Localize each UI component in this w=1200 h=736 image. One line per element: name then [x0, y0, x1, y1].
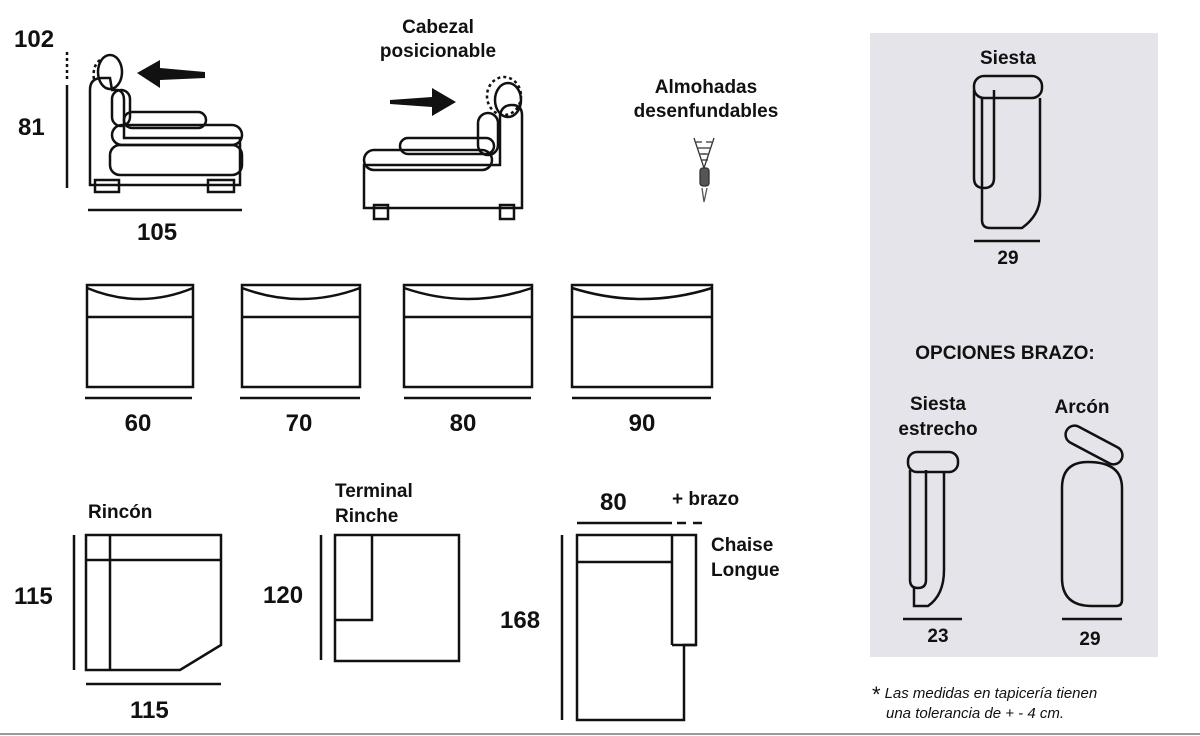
module-70 [240, 283, 362, 400]
headrest-title-2: posicionable [380, 41, 496, 62]
height-full-label: 102 [14, 26, 54, 53]
arm-options-panel [870, 33, 1158, 657]
footnote-line-2: una tolerancia de + - 4 cm. [886, 705, 1065, 722]
head-outline [96, 53, 124, 91]
arrow-right-icon [390, 88, 456, 116]
siesta-arm-drawing [972, 74, 1044, 243]
siesta-title: Siesta [980, 48, 1036, 69]
seat-cushion [108, 143, 244, 177]
width-80-label: 80 [450, 410, 477, 437]
leg-back-2 [498, 203, 516, 221]
width-90-label: 90 [629, 410, 656, 437]
chaise-module [560, 521, 702, 722]
leg-front-2 [372, 203, 390, 221]
narrow-siesta-arm-drawing [903, 450, 962, 621]
arm-options-title: OPCIONES BRAZO: [915, 343, 1094, 364]
cushions-title-1: Almohadas [655, 77, 757, 98]
terminal-title-1: Terminal [335, 481, 413, 502]
cushions-title-2: desenfundables [634, 101, 779, 122]
headrest-title-1: Cabezal [402, 17, 474, 38]
arrow-left-icon [137, 60, 205, 88]
leg-front [93, 178, 121, 194]
depth-label: 105 [137, 219, 177, 246]
head-dotted [92, 59, 101, 81]
chaise-title-2: Longue [711, 560, 780, 581]
chaise-arm-note: + brazo [672, 489, 739, 510]
side-view-upright [362, 75, 524, 221]
module-60 [85, 283, 195, 400]
corner-module [72, 533, 223, 686]
footnote-line-1: Las medidas en tapicería tienen [884, 685, 1098, 702]
width-60-label: 60 [125, 410, 152, 437]
back-cushion-2 [398, 136, 496, 156]
headrest-2 [476, 111, 500, 157]
tolerance-footnote: *Las medidas en tapicería tienen una tol… [872, 684, 1192, 723]
zipper-icon [693, 137, 715, 203]
terminal-module [319, 533, 461, 663]
chaise-title-1: Chaise [711, 535, 773, 556]
module-90 [570, 283, 714, 400]
corner-depth-label: 115 [14, 583, 53, 610]
arcon-width-label: 29 [1079, 629, 1100, 650]
terminal-depth-label: 120 [263, 582, 303, 609]
seat-cushion-top-2 [362, 148, 494, 172]
chaise-width-label: 80 [600, 489, 627, 516]
narrow-siesta-title-2: estrecho [898, 419, 977, 440]
width-70-label: 70 [286, 410, 313, 437]
leg-back [206, 178, 236, 194]
terminal-title-2: Rinche [335, 506, 398, 527]
arcon-arm-drawing [1060, 424, 1124, 621]
corner-title: Rincón [88, 502, 152, 523]
siesta-width-label: 29 [997, 248, 1018, 269]
height-seat-label: 81 [18, 114, 45, 141]
narrow-siesta-title-1: Siesta [910, 394, 966, 415]
headrest [110, 88, 132, 128]
narrow-siesta-width-label: 23 [927, 626, 948, 647]
side-view-reclined [65, 52, 244, 212]
chaise-depth-label: 168 [500, 607, 540, 634]
head-outline-2 [493, 81, 523, 119]
footnote-star: * [872, 682, 881, 707]
corner-width-label: 115 [130, 697, 169, 724]
arcon-title: Arcón [1055, 397, 1110, 418]
module-80 [402, 283, 534, 400]
back-cushion [122, 110, 208, 130]
